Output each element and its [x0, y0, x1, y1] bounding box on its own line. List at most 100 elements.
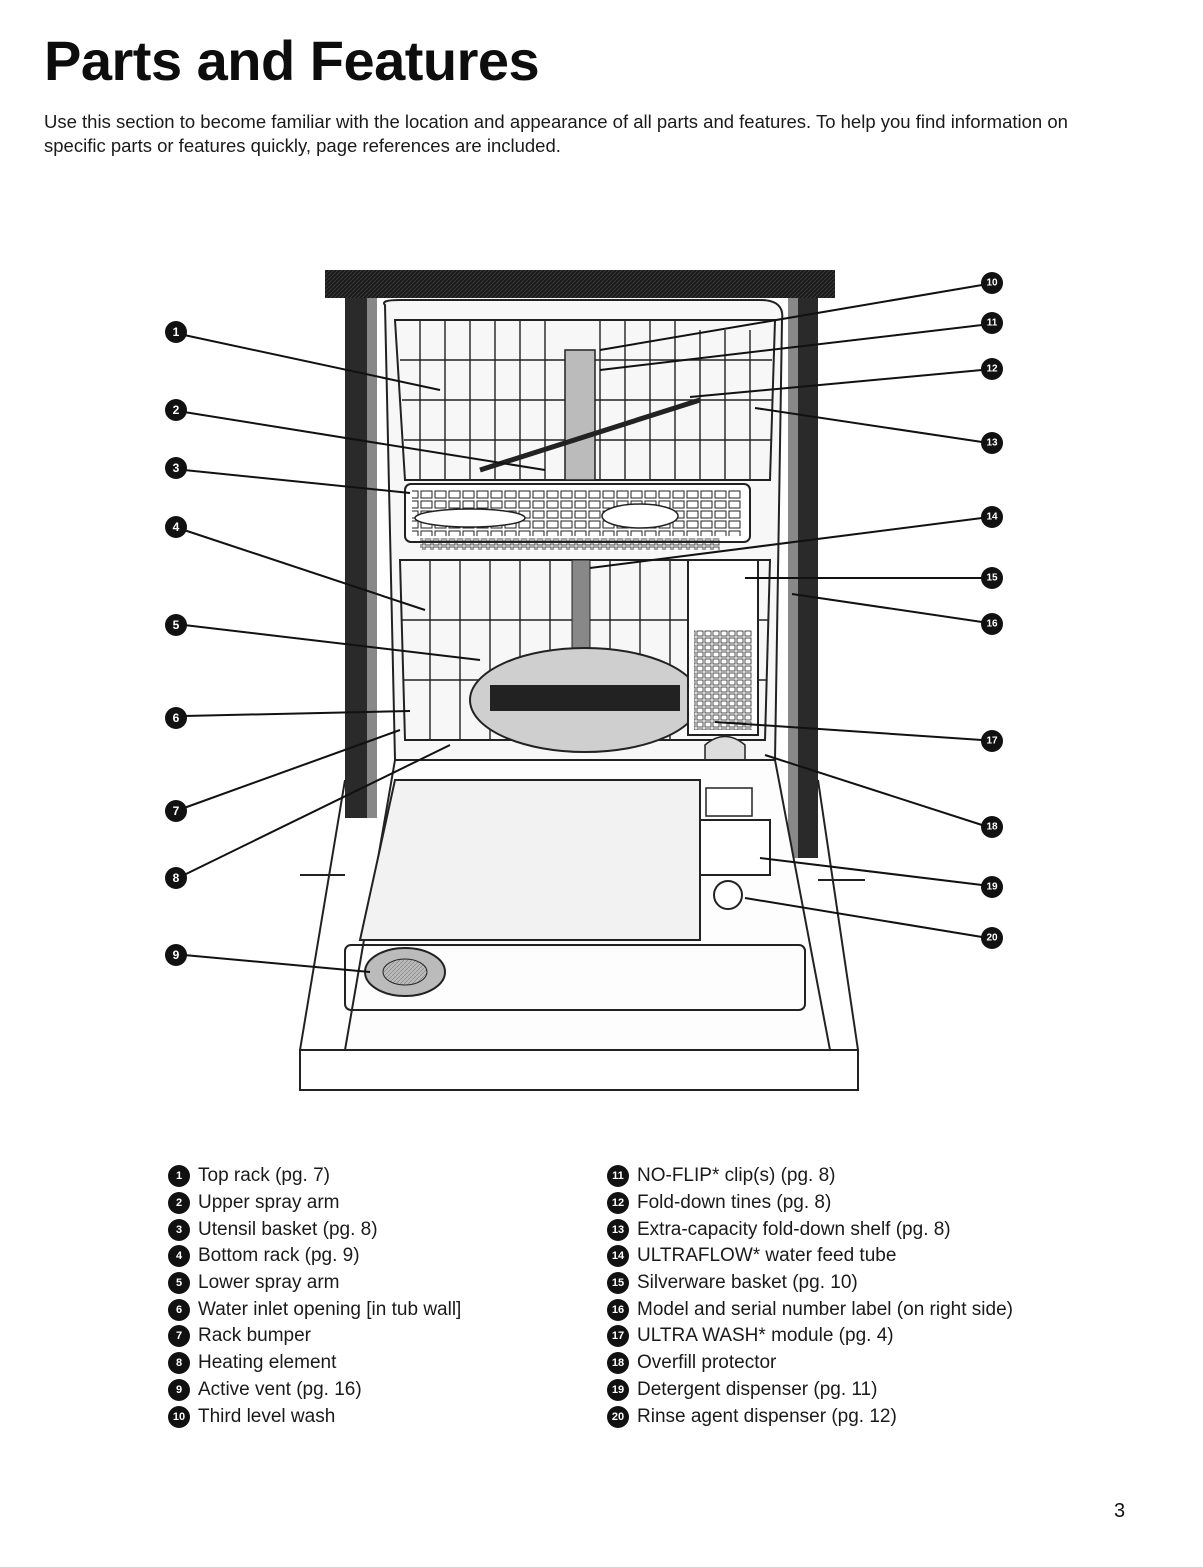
- callout-13: 13: [981, 432, 1003, 454]
- legend-label: Rinse agent dispenser (pg. 12): [637, 1405, 897, 1427]
- legend-label: Bottom rack (pg. 9): [198, 1245, 360, 1267]
- callout-number-badge: 13: [607, 1218, 629, 1241]
- callout-3: 3: [165, 457, 187, 479]
- page-number: 3: [1114, 1500, 1126, 1522]
- svg-text:10: 10: [986, 278, 998, 289]
- svg-text:19: 19: [986, 882, 998, 893]
- legend-item: 20 Rinse agent dispenser (pg. 12): [607, 1403, 1013, 1430]
- svg-text:3: 3: [173, 461, 180, 475]
- legend-item: 4 Bottom rack (pg. 9): [168, 1243, 461, 1270]
- callout-20: 20: [981, 927, 1003, 949]
- callout-1: 1: [165, 321, 187, 343]
- upper-spray-arm-hub: [564, 349, 596, 481]
- utensil-basket: [404, 483, 751, 550]
- left-side-wall: [345, 298, 367, 818]
- callout-number-badge: 7: [168, 1325, 190, 1348]
- legend-label: Upper spray arm: [198, 1192, 340, 1214]
- legend-label: Model and serial number label (on right …: [637, 1298, 1013, 1320]
- leader-10: [599, 284, 983, 351]
- page-title: Parts and Features: [44, 29, 540, 92]
- callout-15: 15: [981, 567, 1003, 589]
- callout-19: 19: [981, 876, 1003, 898]
- callout-5: 5: [165, 614, 187, 636]
- leader-16: [791, 593, 983, 623]
- svg-text:2: 2: [173, 403, 180, 417]
- callout-number-badge: 3: [168, 1218, 190, 1241]
- leader-19: [759, 857, 983, 886]
- callout-number-badge: 14: [607, 1245, 629, 1268]
- door-base: [299, 1049, 859, 1091]
- svg-text:12: 12: [986, 364, 998, 375]
- leader-9: [183, 954, 371, 973]
- legend-item: 9 Active vent (pg. 16): [168, 1377, 461, 1404]
- legend-label: Utensil basket (pg. 8): [198, 1218, 378, 1240]
- legend-item: 3 Utensil basket (pg. 8): [168, 1216, 461, 1243]
- leader-5: [183, 624, 481, 661]
- svg-text:1: 1: [173, 325, 180, 339]
- legend-item: 7 Rack bumper: [168, 1323, 461, 1350]
- dishwasher-diagram: 1 2 3 4 5 6 7 8 9 10 11 12 13 14 15 16 1…: [165, 270, 1003, 1091]
- callout-number-badge: 8: [168, 1352, 190, 1375]
- legend-label: Detergent dispenser (pg. 11): [637, 1378, 878, 1400]
- legend-item: 1 Top rack (pg. 7): [168, 1163, 461, 1190]
- svg-text:14: 14: [986, 512, 998, 523]
- leader-13: [754, 407, 983, 443]
- svg-text:7: 7: [173, 804, 180, 818]
- legend-label: Silverware basket (pg. 10): [637, 1272, 858, 1294]
- callout-number-badge: 20: [607, 1405, 629, 1428]
- ultra-wash-module: [704, 735, 746, 761]
- rinse-agent-dispenser-graphic: [713, 880, 743, 910]
- svg-text:13: 13: [986, 438, 998, 449]
- callout-number-badge: 16: [607, 1298, 629, 1321]
- svg-text:6: 6: [173, 711, 180, 725]
- legend-label: Lower spray arm: [198, 1272, 340, 1294]
- callout-number-badge: 1: [168, 1165, 190, 1188]
- legend-label: Top rack (pg. 7): [198, 1165, 330, 1187]
- leader-4: [183, 529, 426, 611]
- callout-11: 11: [981, 312, 1003, 334]
- legend-item: 16 Model and serial number label (on righ…: [607, 1296, 1013, 1323]
- legend-item: 15 Silverware basket (pg. 10): [607, 1270, 1013, 1297]
- legend-label: Heating element: [198, 1352, 337, 1374]
- legend-label: Overfill protector: [637, 1352, 777, 1374]
- leader-lines: [183, 284, 983, 973]
- svg-text:5: 5: [173, 618, 180, 632]
- legend-label: NO-FLIP* clip(s) (pg. 8): [637, 1165, 836, 1187]
- callout-7: 7: [165, 800, 187, 822]
- callout-number-badge: 9: [168, 1378, 190, 1401]
- legend-label: Rack bumper: [198, 1325, 311, 1347]
- callout-18: 18: [981, 816, 1003, 838]
- callout-number-badge: 4: [168, 1245, 190, 1268]
- svg-text:11: 11: [987, 318, 998, 329]
- leader-8: [183, 744, 451, 876]
- svg-text:8: 8: [173, 871, 180, 885]
- leader-11: [599, 324, 983, 371]
- legend-item: 5 Lower spray arm: [168, 1270, 461, 1297]
- callout-6: 6: [165, 707, 187, 729]
- legend-item: 18 Overfill protector: [607, 1350, 1013, 1377]
- callout-number-badge: 15: [607, 1272, 629, 1295]
- callout-2: 2: [165, 399, 187, 421]
- legend-label: ULTRA WASH* module (pg. 4): [637, 1325, 894, 1347]
- callout-number-badge: 18: [607, 1352, 629, 1375]
- callout-number-badge: 5: [168, 1272, 190, 1295]
- leader-1: [183, 334, 441, 391]
- callout-number-badge: 12: [607, 1192, 629, 1215]
- svg-text:20: 20: [986, 933, 998, 944]
- legend-label: Active vent (pg. 16): [198, 1378, 362, 1400]
- callout-12: 12: [981, 358, 1003, 380]
- callout-14: 14: [981, 506, 1003, 528]
- callout-17: 17: [981, 730, 1003, 752]
- svg-text:16: 16: [986, 619, 998, 630]
